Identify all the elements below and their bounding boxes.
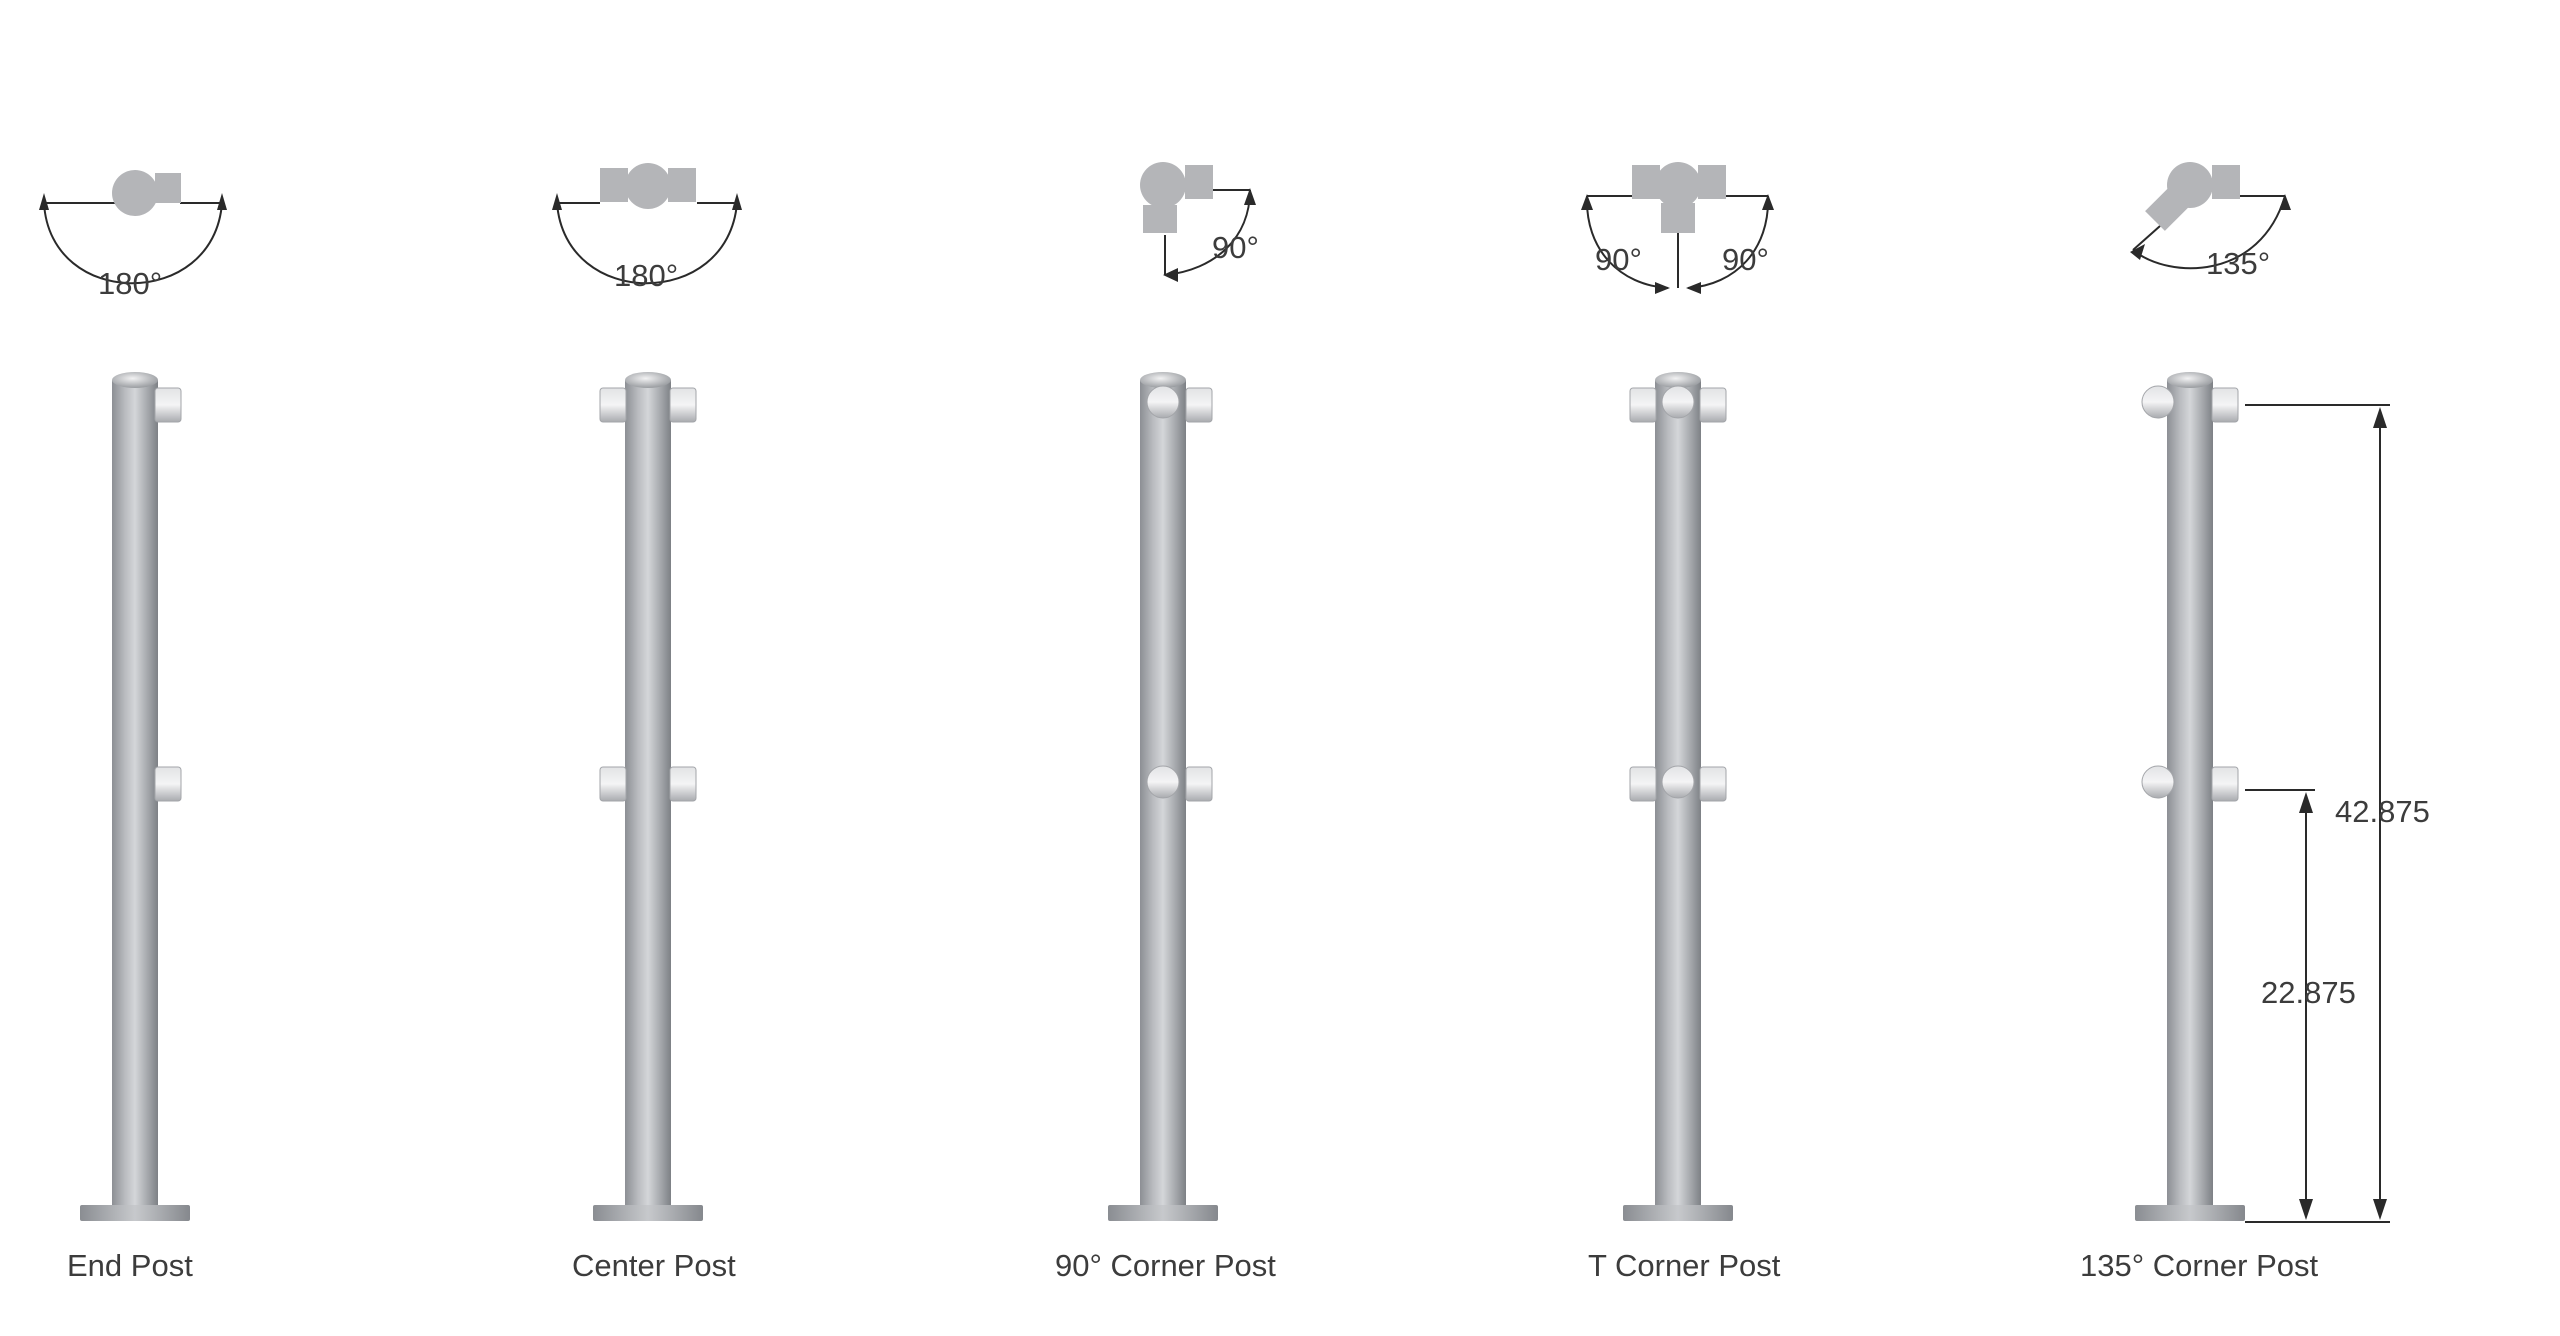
center-post-angle-label: 180° — [614, 258, 678, 293]
center-post-group: 180° Center Post — [552, 163, 742, 1283]
corner-135-post-group: 135° 42.875 22.875 135° Corner — [2080, 162, 2430, 1283]
middle-height-dimension: 22.875 — [2245, 789, 2356, 1220]
center-post-plan-view: 180° — [552, 163, 742, 293]
end-post-elevation — [80, 372, 190, 1221]
corner-90-post-angle-label: 90° — [1212, 230, 1259, 265]
end-post-plan-view: 180° — [39, 170, 227, 301]
corner-90-post-elevation — [1108, 372, 1218, 1221]
end-post-group: 180° End Post — [39, 170, 227, 1283]
corner-135-post-angle-label: 135° — [2206, 246, 2270, 281]
center-post-caption: Center Post — [572, 1248, 736, 1283]
overall-height-label: 42.875 — [2335, 794, 2430, 829]
corner-90-post-caption: 90° Corner Post — [1055, 1248, 1276, 1283]
t-corner-post-group: 90° 90° T Corner Post — [1581, 162, 1781, 1283]
corner-90-post-group: 90° 90° Corner Post — [1055, 162, 1276, 1283]
end-post-caption: End Post — [67, 1248, 193, 1283]
t-corner-post-angle-label-left: 90° — [1595, 242, 1642, 277]
corner-90-post-plan-view: 90° — [1140, 162, 1259, 282]
middle-height-label: 22.875 — [2261, 975, 2356, 1010]
corner-135-post-elevation — [2135, 372, 2245, 1221]
t-corner-post-plan-view: 90° 90° — [1581, 162, 1774, 294]
overall-height-dimension: 42.875 — [2245, 404, 2430, 1223]
t-corner-post-angle-label-right: 90° — [1722, 242, 1769, 277]
center-post-elevation — [593, 372, 703, 1221]
end-post-angle-label: 180° — [98, 266, 162, 301]
t-corner-post-elevation — [1623, 372, 1733, 1221]
t-corner-post-caption: T Corner Post — [1588, 1248, 1781, 1283]
corner-135-post-plan-view: 135° — [2130, 162, 2291, 281]
corner-135-post-caption: 135° Corner Post — [2080, 1248, 2319, 1283]
